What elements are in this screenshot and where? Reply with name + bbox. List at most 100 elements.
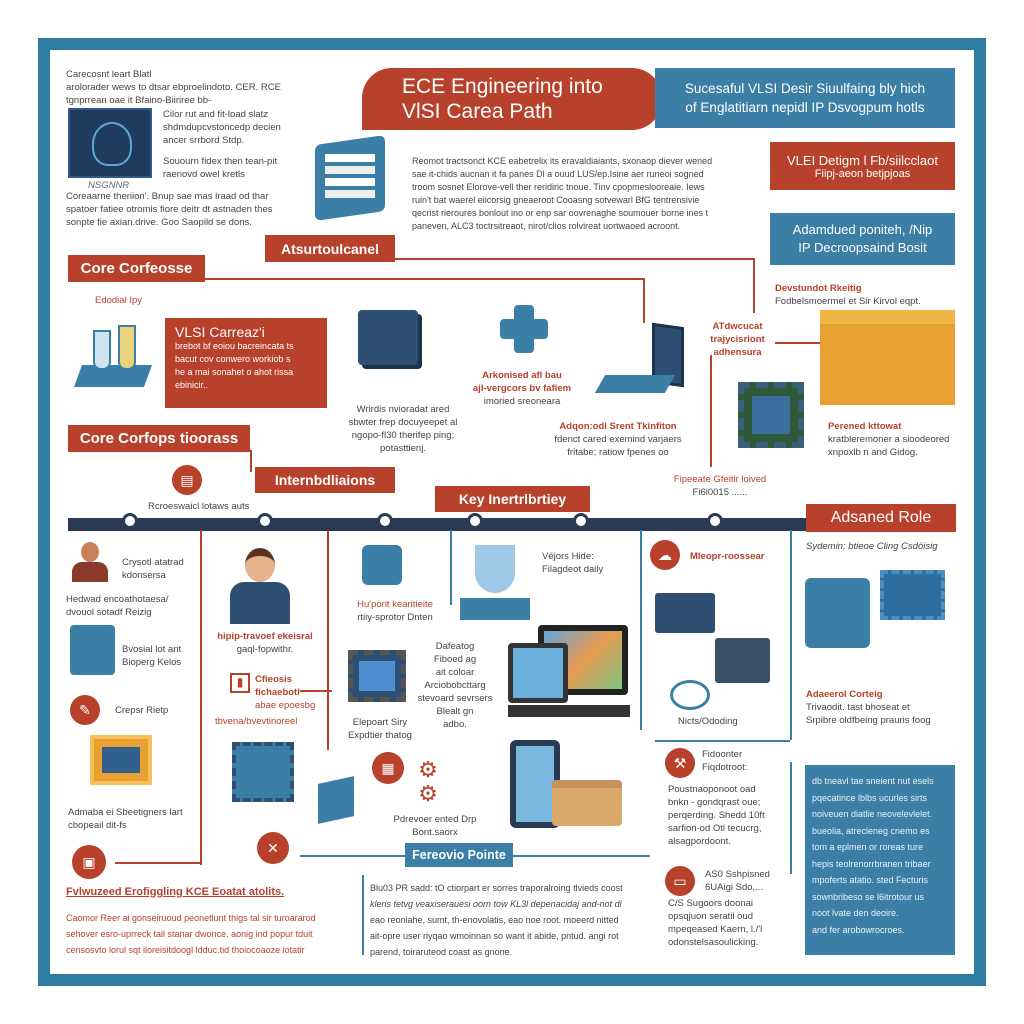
cross-chip-icon	[500, 305, 548, 353]
robot-arm-icon	[670, 680, 710, 710]
text-line: Admaba ei Sbeetigners lart	[68, 807, 183, 818]
text-line: fichaebotl	[255, 687, 300, 698]
text-line: sarfion-od Otl tecucrg,	[668, 823, 762, 834]
text-line: adhensura	[713, 347, 762, 358]
banner-line: of Englatitiarn nepidl IP Dsvogpum hotls	[685, 100, 925, 115]
gears-icon: ⚙⚙	[418, 757, 438, 806]
box-line: Fiipj-aeon betjpjoas	[814, 167, 911, 180]
circuit-board-icon	[880, 570, 945, 620]
text-line: spatoer fatiee otromis fiore deitr dt as…	[66, 204, 273, 215]
text-line: Bioperg Kelos	[122, 657, 182, 668]
server-block-icon	[715, 638, 770, 683]
divider	[327, 530, 329, 750]
briefcase-icon	[552, 780, 622, 826]
admaba-text: Admaba ei Sbeetigners lart cbopeail dit-f…	[68, 806, 183, 832]
text-line: Hu'porit kearitieite	[357, 599, 433, 610]
text-line: fritabe; ratiow fpenes oo	[567, 447, 669, 458]
text-line: censosvto lorul sqt iloreisitdoogl ldduc…	[66, 945, 305, 955]
ic-chip-icon	[358, 310, 418, 365]
laptop-icon	[594, 322, 690, 400]
building-icon	[820, 310, 955, 405]
adqon-title: Adqon:odl Srent Tkinfiton	[559, 421, 677, 432]
chip-pack-icon	[655, 593, 715, 633]
devs-title: Devstundot Rkeitig	[775, 283, 862, 294]
text-line: qecrist rieroures bonlout ino or enp sar…	[412, 208, 709, 218]
timeline-dot[interactable]	[467, 513, 483, 529]
text-line: Elepoart Siry	[352, 717, 408, 728]
timeline-dot[interactable]	[122, 513, 138, 529]
text-line: Vëjors Hide:	[542, 551, 594, 562]
brain-chip-image	[68, 108, 152, 178]
text-line: Fidoonter	[702, 749, 743, 760]
text-line: and fer arobowrocroes.	[812, 924, 905, 935]
nicts-text: Nicts/Ododing	[678, 716, 738, 727]
text-line: 6UAigi Sdo,...	[705, 882, 764, 893]
text-line: Fi6i0015 ......	[692, 487, 748, 498]
text-line: pqecatince lblbs ucurles sirts	[812, 792, 928, 803]
timeline-dot[interactable]	[377, 513, 393, 529]
timeline-dot[interactable]	[573, 513, 589, 529]
text-line: Blu03 PR sadd: tO ctiorpart er sorres tr…	[370, 883, 623, 893]
text-line: cbopeail dit-fs	[68, 820, 127, 831]
edodial-label: Edodial Ipy	[95, 295, 143, 306]
text-line: shdmdupcvstoncedp decien	[163, 122, 281, 133]
brain-icon	[92, 122, 132, 166]
intro-line: tgnprrean oae it Bfaino-Biiriree bb-	[66, 95, 212, 106]
creps-text: Crepsr Rietp	[115, 705, 169, 716]
text-line: noot lvate den deoire.	[812, 908, 899, 918]
text-line: adbo.	[443, 719, 467, 730]
text-line: bueolia, atrecleneg cnemo es	[812, 825, 930, 836]
cpu-icon	[348, 650, 406, 702]
text-line: kleris tetvg veaxiserauesi oorn tow KL3l…	[370, 899, 622, 909]
text-line: noiveuen diatlie neovelevlelet.	[812, 809, 933, 819]
subtitle-banner: Sucesaful VLSI Desir Siuulfaing bly hich…	[655, 68, 955, 128]
core-programs-label: Core Corfops tioorass	[68, 425, 250, 452]
title-line: ECE Engineering into	[402, 75, 603, 98]
box-line: he a mai sonahet o ahot rissa	[175, 367, 294, 377]
text-line: stevoard sevrsers	[417, 693, 493, 704]
text-line: Arkonised afl bau	[482, 370, 562, 381]
trophy-icon	[460, 545, 530, 620]
text-line: Fipeeate Gfeitir loived	[673, 474, 767, 485]
text-line: Caomor Reer ai gonseiruoud peonetlunt th…	[66, 913, 316, 923]
text-line: kratbleremoner a sioodeored	[828, 434, 950, 445]
banner-line: Sucesaful VLSI Desir Siuulfaing bly hich	[684, 81, 926, 96]
text-line: ATdwcucat	[712, 321, 763, 332]
intro-line: arolorader wews to dtsar ebproelindoto. …	[66, 82, 281, 93]
text-line: rtiiy-sprotor Dnten	[357, 612, 433, 623]
box-line: brebot bf eoiou bacreincata ts	[175, 341, 294, 351]
text-line: Dafeatog	[435, 641, 475, 652]
text-line: ngopo-fl30 therifep ping;	[351, 430, 455, 441]
timeline-dot[interactable]	[257, 513, 273, 529]
text-line: ait-opre user riyqao wmoinnan so want it…	[370, 931, 619, 941]
sydemin-text: Sydemin; btieoe Cling Csdöisig	[806, 541, 938, 552]
text-line: Trivaodit. tast bhoseat et	[806, 702, 910, 713]
text-line: Cilor rut and fit-load slatz	[163, 109, 269, 120]
cube-icon	[805, 578, 870, 648]
hardware-board-icon	[90, 735, 152, 785]
connector-line	[205, 278, 645, 280]
text-line: alsagpordoont.	[668, 836, 731, 847]
tbvena-text: tbvena/bvevtinoreel	[215, 716, 298, 727]
divider	[200, 530, 202, 865]
box-line: VLEI Detigm l Fb/siilcclaot	[787, 152, 938, 168]
text-line: Fiqdotroot:	[702, 762, 748, 773]
text-line: bnkn - gondqrast oue;	[668, 797, 761, 808]
title-line: VlSI Carea Path	[402, 100, 553, 123]
timeline-dot[interactable]	[707, 513, 723, 529]
divider	[640, 530, 642, 730]
key-internships-label: Key Inertrlbrtiey	[435, 486, 590, 512]
text-line: sehover esro-uprreck tail stanar dwonce.…	[66, 929, 313, 939]
toolbox-circle-icon: ▭	[665, 866, 695, 896]
